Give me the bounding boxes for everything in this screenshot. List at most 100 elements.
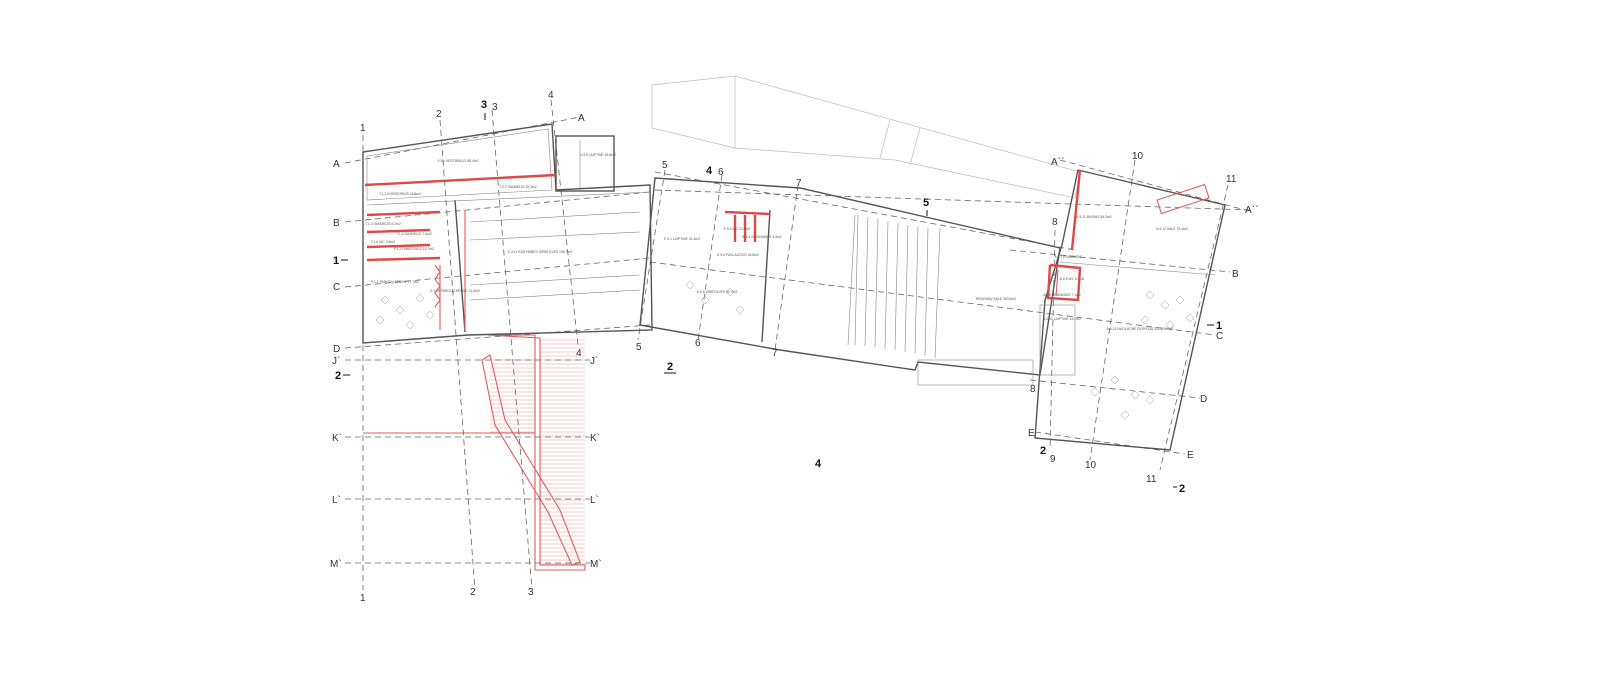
section-marker-2-left: 2 — [335, 370, 341, 382]
grid-label-e-right: E — [1187, 450, 1194, 461]
grid-label-2-top: 2 — [436, 109, 442, 120]
furniture-glyph — [1120, 410, 1130, 420]
room-label: K.5.5 DIRBTUVĖS 90.7m2 — [697, 289, 738, 294]
building-walls — [362, 123, 1226, 451]
room-label: K.5.1 LAIPTINĖ 31.4m2 — [664, 236, 700, 241]
grid-label-4-top: 4 — [548, 90, 554, 101]
grid-label-e-left: E — [1028, 428, 1035, 439]
furniture-glyph — [1145, 395, 1155, 405]
section-marker-5: 5 — [923, 197, 929, 209]
room-label: A.5.9 PRIEANGIS 7.1m2 — [1043, 293, 1081, 297]
furniture-glyph — [1145, 290, 1155, 300]
room-label: T.1.4 SANDĖLIS 7.6m2 — [396, 231, 432, 236]
section-marker-4-top: 4 — [706, 165, 713, 177]
grid-label-6-top: 6 — [718, 167, 724, 178]
workbench — [469, 274, 641, 286]
grid-label-c-right: C — [1216, 331, 1223, 342]
grid-label-5-top: 5 — [662, 160, 668, 171]
furniture-glyph — [725, 287, 735, 297]
room-label: V.3.1 VESTIBIULIS 88.4m2 — [437, 159, 478, 163]
room-label: P.1.2 DIRBTUVĖS 14.7m2 — [394, 246, 434, 251]
room-label: P.1.1 PARODŲ ERDVĖ 77.7m2 — [371, 279, 419, 284]
section-marker-2-mid: 2 — [667, 361, 673, 373]
grid-label-6-bottom: 6 — [695, 338, 701, 349]
furniture-glyph — [1130, 390, 1140, 400]
grid-label-1-top: 1 — [360, 123, 366, 134]
grid-label-d-left: D — [333, 344, 340, 355]
grid-label-d-right: D — [1200, 394, 1207, 405]
grid-label-11-top: 11 — [1226, 174, 1237, 185]
furniture-glyph — [405, 320, 415, 330]
workbench — [469, 211, 641, 223]
auditorium-steps — [854, 214, 929, 357]
room-label: K.5.3 WC 12.9m2 — [724, 227, 751, 231]
furniture-glyph — [380, 295, 390, 305]
grid-label-1-bottom: 1 — [360, 593, 366, 604]
grid-label-a-right: A — [578, 113, 585, 124]
room-label: K.5.4 GYVENIMAS 4.4m2 — [742, 235, 781, 239]
room-label: Z.1.10 PARODŲ ERDVĖ 21.6m2 — [430, 288, 480, 293]
section-marker-2-bottom: 2 — [1040, 445, 1046, 457]
furniture-glyph — [375, 315, 385, 325]
structural-gridlines — [344, 99, 1251, 591]
room-label: V.3.9 LAIPTINĖ 18.8m2 — [580, 152, 616, 157]
room-label: K.5.6 PASLAUGOS 26.8m2 — [717, 253, 759, 257]
grid-label-a2-left: A`` — [1051, 156, 1064, 168]
furniture-glyph — [1165, 320, 1175, 330]
room-labels: V.3.1 VESTIBIULIS 88.4m2 V.3.9 LAIPTINĖ … — [365, 152, 1188, 331]
furniture-glyph — [1185, 313, 1195, 323]
grid-label-7-bottom: 7 — [772, 348, 778, 359]
new-walls-red — [364, 169, 1210, 330]
grid-label-k-right: K` — [590, 432, 600, 444]
furniture-glyph — [1110, 375, 1120, 385]
room-label: A.5.7 PRIEANGIS — [1054, 255, 1082, 259]
grid-label-11-bottom: 11 — [1146, 474, 1157, 485]
grid-label-4-bottom: 4 — [576, 348, 582, 359]
grid-label-a-left: A — [333, 159, 340, 170]
grid-label-j-right: J` — [590, 355, 598, 367]
neighbouring-building-outline — [651, 75, 1081, 199]
workbench — [469, 289, 641, 301]
room-label: A.5.12 SALĖ 75.4m2 — [1156, 226, 1188, 231]
furniture-glyph — [415, 293, 425, 303]
grid-label-l-left: L` — [332, 494, 341, 506]
room-label: T.1.6 WC 3.5m2 — [371, 240, 395, 244]
grid-label-8-top: 8 — [1052, 217, 1058, 228]
grid-label-5-bottom: 5 — [636, 342, 642, 353]
grid-label-c-left: C — [333, 282, 340, 293]
furniture-glyph — [700, 295, 710, 305]
section-markers: 1 1 2 2 2 2 3 4 4 5 — [333, 99, 1222, 495]
grid-label-10-bottom: 10 — [1085, 460, 1097, 471]
room-label: K.3.11 KŪRYBINĖS DIRBTUVĖS 196.7m2 — [508, 249, 573, 254]
furniture-glyph — [685, 280, 695, 290]
grid-label-m-left: M` — [330, 558, 342, 570]
grid-label-a2-right: A`` — [1245, 204, 1258, 216]
grid-label-7-top: 7 — [796, 178, 802, 189]
room-label: A.5.13 NUOLATINĖ EKSPOZICIJA 300.7m2 — [1107, 326, 1174, 331]
grid-label-8-bottom: 8 — [1030, 384, 1036, 395]
furniture-glyph — [1175, 295, 1185, 305]
room-label: A.5.11 BIURAS 55.3m2 — [1076, 215, 1111, 219]
grid-label-b-right: B — [1232, 269, 1239, 280]
grid-label-j-left: J` — [332, 355, 340, 367]
furniture-glyph — [1160, 300, 1170, 310]
grid-label-2-bottom: 2 — [470, 587, 476, 598]
section-marker-2-right: 2 — [1179, 483, 1185, 495]
room-label: T.2.2 SANDĖLIS 39.3m2 — [499, 184, 536, 189]
grid-label-b-left: B — [333, 218, 340, 229]
workbench — [469, 231, 641, 241]
room-label: A.5.10 LAIPTINĖ 18.1m2 — [1043, 316, 1081, 321]
room-label: A.5.8 WC 5.1m2 — [1060, 277, 1085, 281]
furniture-glyph — [395, 305, 405, 315]
grid-label-10-top: 10 — [1132, 151, 1144, 162]
grid-label-3-top: 3 — [492, 102, 498, 113]
room-label: T.1.2 KORIDORIUS 18.8m2 — [379, 192, 421, 196]
ramp-hatched-area — [363, 334, 586, 571]
grid-label-9-bottom: 9 — [1050, 454, 1056, 465]
section-marker-3: 3 — [481, 99, 487, 111]
section-marker-4-bottom: 4 — [815, 458, 822, 470]
room-label: RENGINIŲ SALĖ 363.6m2 — [976, 296, 1016, 301]
room-label: T.1.3 SANDĖLIS 5.2m2 — [365, 221, 401, 226]
section-marker-1-right: 1 — [1216, 320, 1222, 332]
